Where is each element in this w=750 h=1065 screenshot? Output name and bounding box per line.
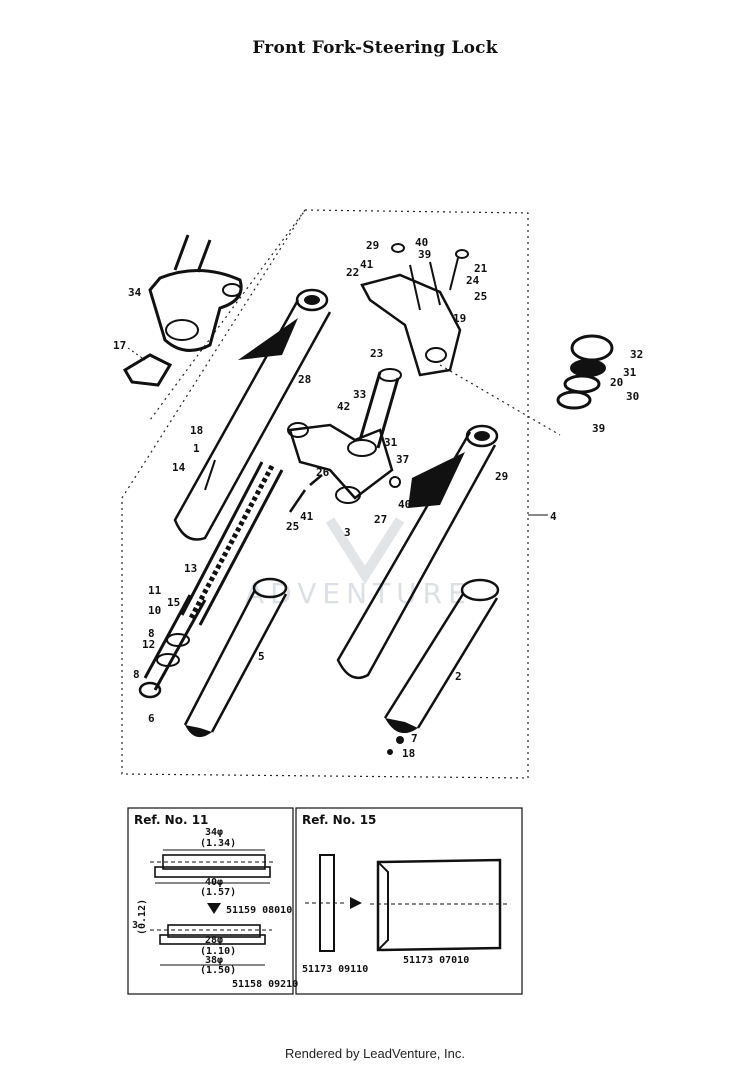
callout-27: 27 (374, 513, 387, 526)
ref-box-11: Ref. No. 11 34φ (1.34) 40φ (1.57) 51159 … (127, 807, 298, 995)
ref11-dim-8: (1.50) (200, 965, 236, 976)
damper-assembly (138, 594, 207, 699)
callout-5: 5 (258, 650, 265, 663)
ref15-part-1: 51173 09110 (302, 964, 368, 975)
left-fork-tube (173, 288, 332, 541)
callout-31: 31 (384, 436, 398, 449)
boundary-lead (149, 209, 306, 421)
callout-18: 18 (190, 424, 203, 437)
steering-stem (287, 368, 402, 504)
ref11-dim-2: (1.34) (200, 838, 236, 849)
ref11-part-2: 51158 09210 (232, 979, 298, 990)
callout-42: 42 (337, 400, 350, 413)
callout-7: 7 (411, 732, 418, 745)
fork-spring (180, 461, 284, 626)
callout-26: 26 (316, 466, 330, 479)
callout-18: 18 (402, 747, 415, 760)
callout-31: 31 (623, 366, 637, 379)
callout-25: 25 (286, 520, 299, 533)
callout-10: 10 (148, 604, 161, 617)
right-fork-tube (336, 424, 499, 680)
ref15-part-2: 51173 07010 (403, 955, 469, 966)
callout-20: 20 (610, 376, 623, 389)
ref11-dim-1: 34φ (205, 827, 223, 838)
ref11-heading: Ref. No. 11 (134, 813, 208, 827)
callout-3: 3 (344, 526, 351, 539)
hardware-bits (288, 474, 404, 755)
ref15-arrow-icon (350, 897, 362, 909)
footer-credit: Rendered by LeadVenture, Inc. (285, 1046, 465, 1061)
callout-1: 1 (193, 442, 200, 455)
callout-12: 12 (142, 638, 155, 651)
callout-14: 14 (172, 461, 186, 474)
callout-32: 32 (630, 348, 643, 361)
inner-tube-left (183, 577, 288, 738)
callout-8: 8 (148, 627, 155, 640)
ref11-dim-6: (1.10) (200, 946, 236, 957)
ref11-dim-9: 3 (132, 920, 138, 931)
callout-2: 2 (455, 670, 462, 683)
callout-22: 22 (346, 266, 359, 279)
callout-11: 11 (148, 584, 162, 597)
callout-39: 39 (592, 422, 605, 435)
callout-25: 25 (474, 290, 487, 303)
callout-29: 29 (366, 239, 379, 252)
top-bridge (360, 243, 469, 377)
callout-4: 4 (550, 510, 557, 523)
upper-bracket-part (122, 234, 243, 387)
callout-41: 41 (360, 258, 374, 271)
ref11-arrow-icon (207, 903, 221, 914)
callout-8: 8 (133, 668, 140, 681)
callout-33: 33 (353, 388, 366, 401)
ref11-dim-7: 38φ (205, 955, 223, 966)
inner-tube-right (383, 578, 500, 734)
callout-34: 34 (128, 286, 142, 299)
callout-41: 41 (300, 510, 314, 523)
callout-30: 30 (0, 0, 13, 3)
callout-17: 17 (113, 339, 126, 352)
ref11-part-1: 51159 08010 (226, 905, 292, 916)
callout-24: 24 (466, 274, 480, 287)
ref11-dim-5: 28φ (205, 935, 223, 946)
callout-19: 19 (453, 312, 466, 325)
callout-23: 23 (370, 347, 383, 360)
callout-21: 21 (474, 262, 488, 275)
ref11-dim-4: (1.57) (200, 887, 236, 898)
callout-39: 39 (418, 248, 431, 261)
assembly-boundary (121, 209, 529, 779)
ref11-dim-10: (0.12) (137, 899, 148, 935)
callout-15: 15 (167, 596, 180, 609)
callout-30: 30 (626, 390, 639, 403)
page-title: Front Fork-Steering Lock (252, 38, 498, 58)
ref15-heading: Ref. No. 15 (302, 813, 376, 827)
bearing-stack (439, 334, 614, 436)
callout-13: 13 (184, 562, 197, 575)
callout-40: 40 (415, 236, 428, 249)
callout-28: 28 (298, 373, 311, 386)
ref-box-15: Ref. No. 15 51173 09110 51173 07010 (295, 807, 523, 995)
callout-37: 37 (396, 453, 409, 466)
callout-29: 29 (495, 470, 508, 483)
callout-40: 40 (398, 498, 411, 511)
ref11-dim-3: 40φ (205, 877, 223, 888)
callout-6: 6 (148, 712, 155, 725)
